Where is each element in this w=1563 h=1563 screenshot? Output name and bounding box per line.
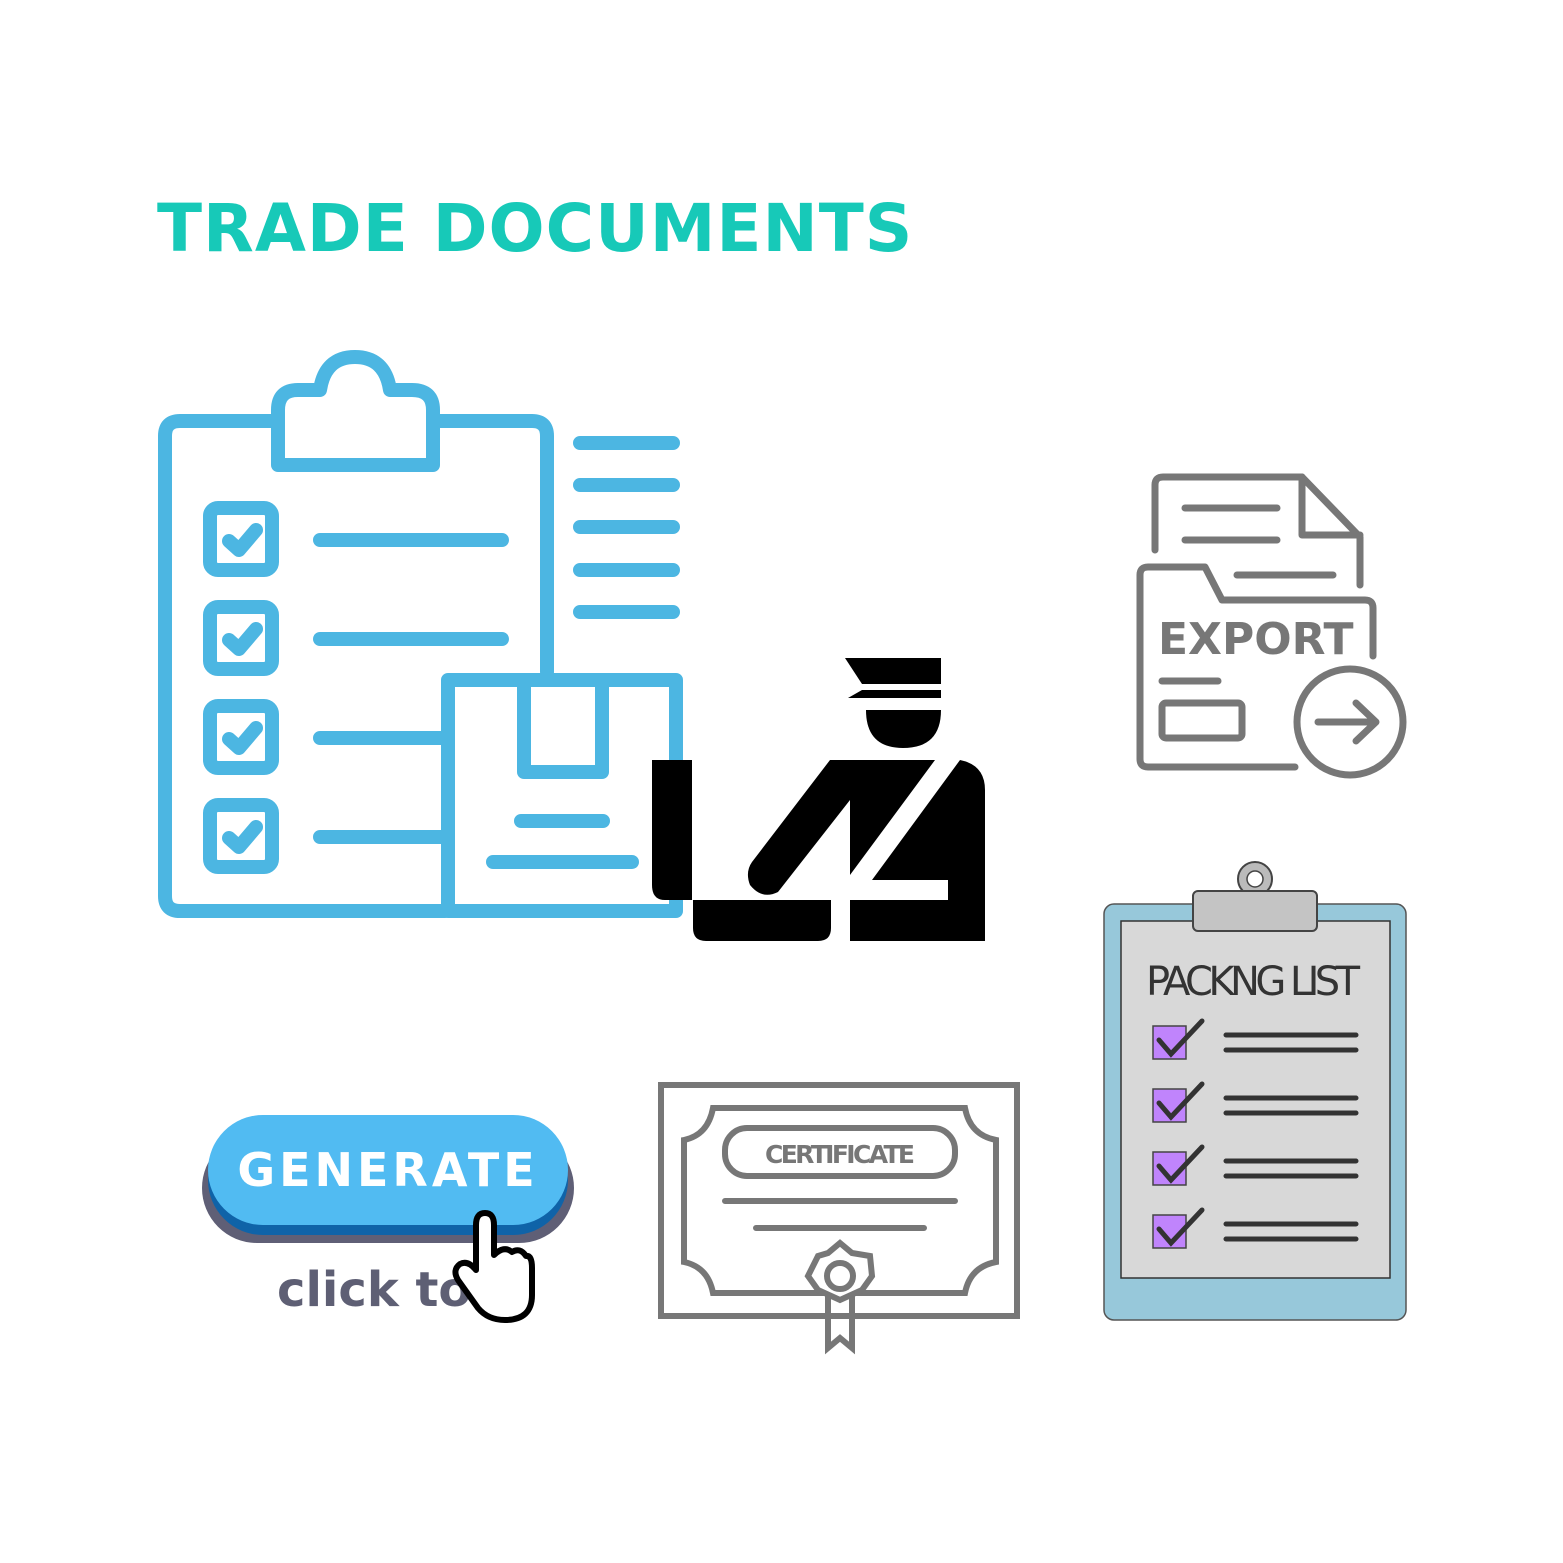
generate-button[interactable]: GENERATE [208,1115,568,1225]
packing-list-label: PACKNG LIST [1146,959,1361,1005]
packing-list-clipboard-icon [1103,861,1407,1321]
click-hint: click to [277,1262,472,1318]
export-label: EXPORT [1158,614,1354,665]
clipboard-checklist-icon [158,350,683,918]
page-title: TRADE DOCUMENTS [157,190,914,267]
certificate-icon [658,1082,1020,1355]
certificate-label: CERTIFICATE [765,1140,915,1169]
customs-officer-icon [652,658,985,941]
export-folder-icon [1136,473,1407,779]
